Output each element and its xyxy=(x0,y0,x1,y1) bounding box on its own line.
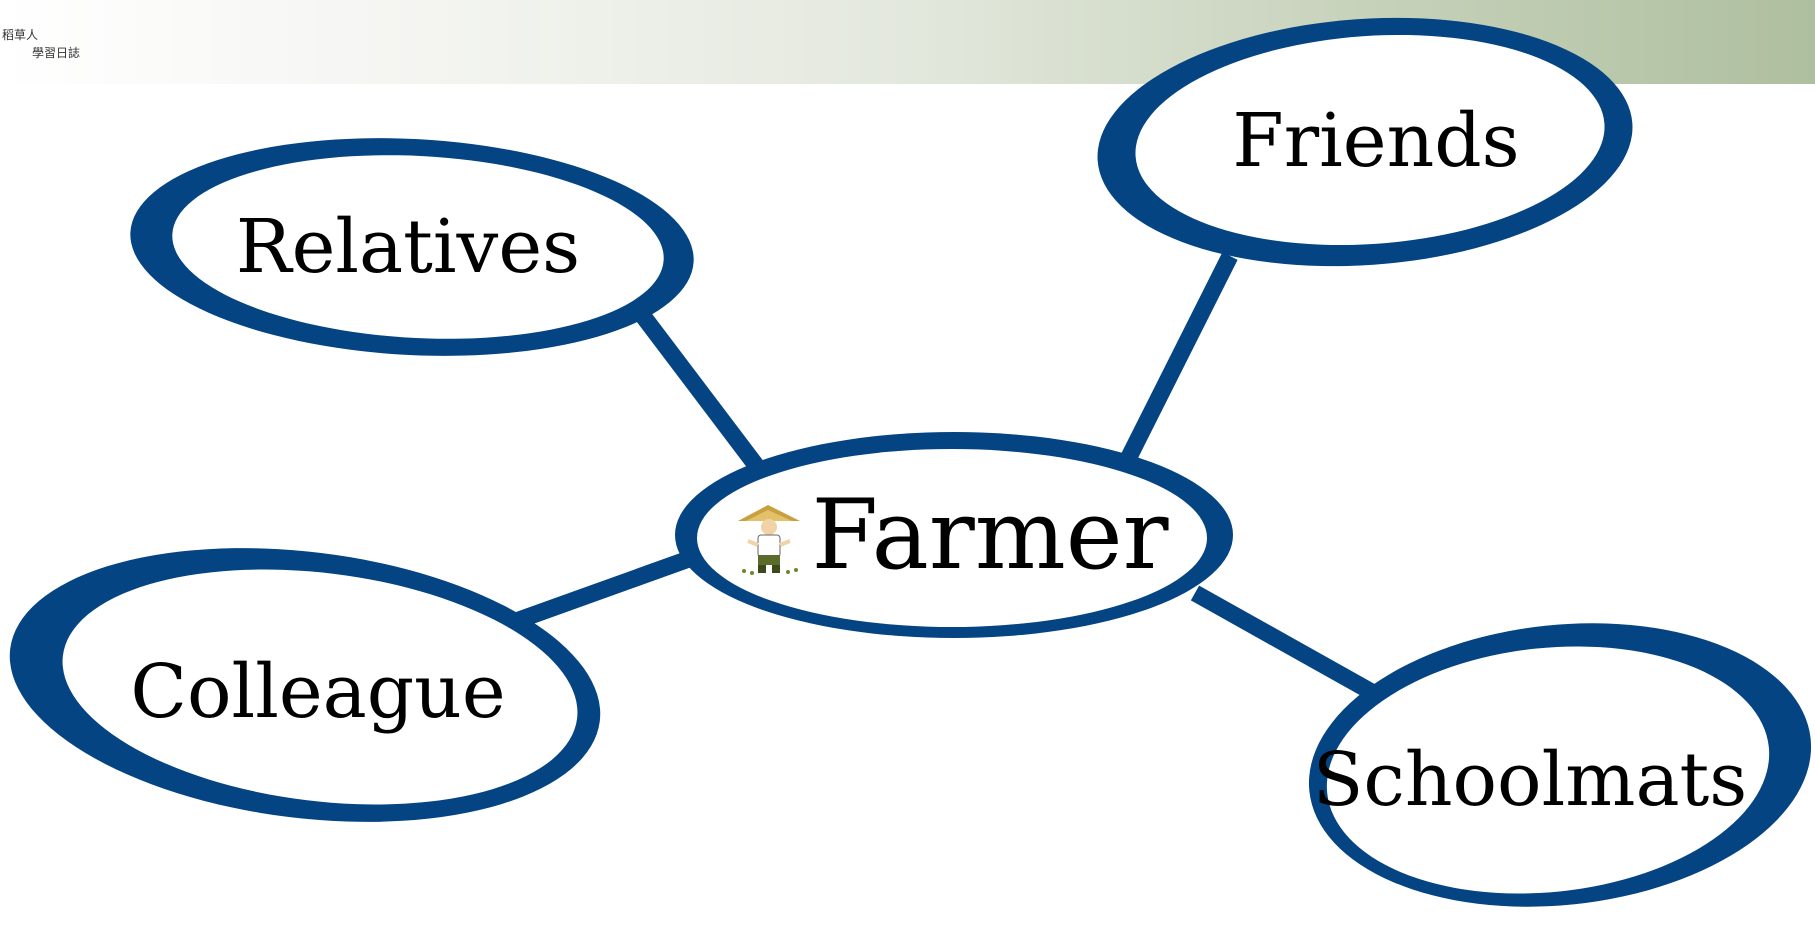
node-center-fill xyxy=(697,449,1207,627)
node-relatives-label: Relatives xyxy=(236,204,580,290)
connector-friends xyxy=(1117,252,1238,469)
node-colleague: Colleague xyxy=(9,548,601,822)
node-friends-fill xyxy=(1135,34,1605,246)
node-schoolmats-fill xyxy=(1326,646,1770,894)
node-schoolmats-label: Schoolmats xyxy=(1313,737,1748,823)
node-relatives: Relatives xyxy=(130,138,694,356)
node-friends: Friends xyxy=(1097,17,1633,267)
node-colleague-fill xyxy=(62,569,578,805)
node-friends-label: Friends xyxy=(1232,98,1519,184)
logo: 稻草人 學習日誌 xyxy=(2,28,80,70)
logo-line-1: 稻草人 xyxy=(2,28,39,42)
node-colleague-label: Colleague xyxy=(130,649,505,735)
connector-schoolmats xyxy=(1190,585,1382,703)
node-center-label: Farmer xyxy=(812,479,1169,591)
connector-colleague xyxy=(502,546,703,634)
connector-relatives xyxy=(633,306,765,474)
node-schoolmats: Schoolmats xyxy=(1308,623,1812,907)
farmer-icon xyxy=(738,505,800,575)
node-relatives-fill xyxy=(172,155,664,339)
logo-line-2: 學習日誌 xyxy=(32,46,81,60)
node-center: Farmer xyxy=(675,432,1233,638)
